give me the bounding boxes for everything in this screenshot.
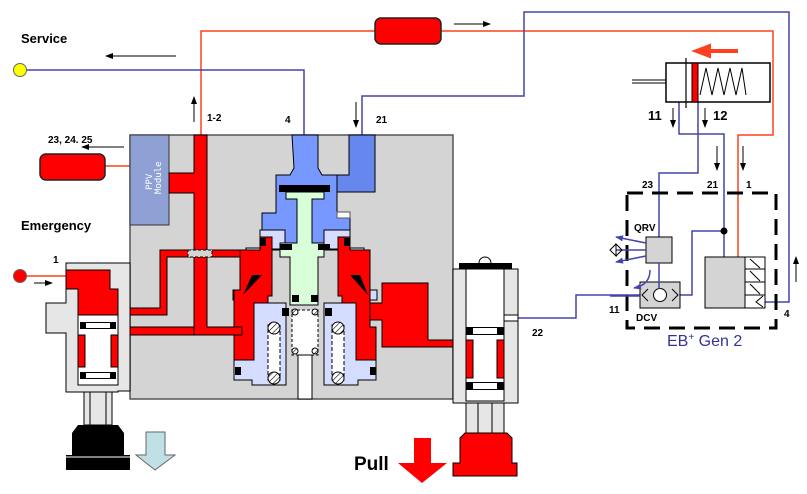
- pipe-21-blue: [361, 11, 790, 303]
- emergency-handle: [66, 425, 130, 470]
- eb-solenoid-coil: [749, 270, 761, 282]
- seal: [318, 244, 330, 250]
- pipe-cyl-11: [678, 102, 725, 260]
- emergency-port: [13, 269, 27, 283]
- ppv-label-2: Module: [154, 161, 164, 194]
- pipe-1-2-red: [200, 30, 774, 260]
- spring-coil: [291, 347, 299, 355]
- pull-valve-cap: [459, 263, 512, 269]
- pull-valve-port-22: [503, 314, 519, 322]
- dcv-valve: [639, 281, 681, 309]
- spring-coil: [267, 321, 281, 335]
- spring-coil: [267, 371, 281, 385]
- dcv-exhaust-arrow: [633, 269, 651, 290]
- label-cyl-12: 12: [713, 108, 727, 123]
- pipe-cyl-12: [658, 102, 699, 237]
- label-emergency: Emergency: [21, 218, 92, 233]
- spring-coil: [311, 308, 319, 316]
- ppv-label-1: PPV: [145, 173, 155, 190]
- cylinder-spring: [699, 67, 747, 96]
- qrv-valve: [645, 236, 673, 264]
- spring-coil: [331, 321, 345, 335]
- passage-pull: [369, 282, 456, 348]
- seal: [344, 238, 350, 246]
- seal: [311, 295, 318, 302]
- label-pull: Pull: [354, 454, 389, 475]
- label-eb-21: 21: [707, 180, 719, 191]
- spring-coil: [291, 308, 299, 316]
- label-eb-23: 23: [642, 180, 654, 191]
- dcv-check-ball: [653, 288, 667, 302]
- cylinder-direction-arrow: [691, 43, 738, 59]
- ppv-module: [129, 134, 170, 226]
- service-port: [13, 63, 27, 77]
- seal: [325, 308, 332, 316]
- cylinder-piston: [691, 62, 699, 103]
- pipe-service-blue: [20, 69, 305, 135]
- seal: [260, 238, 266, 246]
- eb-port-4-check: [755, 295, 764, 308]
- reservoir-top: [374, 17, 442, 45]
- pipe-22: [518, 294, 640, 319]
- dcv-seat-right: [671, 288, 679, 302]
- dcv-seat-left: [641, 288, 649, 302]
- chamber-port-21: [336, 134, 376, 193]
- spring-coil: [311, 347, 319, 355]
- spring-chamber: [291, 309, 319, 356]
- exhaust-muffler: [609, 242, 623, 258]
- eb-valve-body: [704, 256, 746, 309]
- label-dcv: DCV: [636, 313, 657, 324]
- exhaust-arrow: [615, 235, 647, 244]
- eb-solenoid-coil: [749, 258, 761, 269]
- emergency-piston-red-left: [77, 334, 86, 368]
- seal: [280, 244, 292, 250]
- diaphragm-right: [350, 275, 368, 295]
- valve-stem: [279, 191, 325, 306]
- pull-stem: [465, 402, 505, 434]
- seal: [235, 367, 241, 375]
- emergency-stem: [83, 391, 113, 426]
- label-port-1: 1: [53, 255, 59, 266]
- pull-seal-inner: [473, 383, 497, 389]
- label-port-4: 4: [285, 115, 291, 126]
- piston-head: [279, 185, 330, 192]
- exhaust-arrow: [615, 255, 647, 264]
- seal: [282, 308, 289, 316]
- label-service: Service: [21, 31, 67, 46]
- pull-seal-inner: [473, 328, 497, 334]
- spring-coil: [331, 371, 345, 385]
- label-eb-4: 4: [784, 309, 790, 320]
- white-notch: [336, 211, 351, 219]
- pull-piston-red-right: [496, 339, 505, 379]
- reservoir-23-24-25: [39, 153, 106, 181]
- label-eb-1: 1: [746, 180, 752, 191]
- release-arrow: [134, 431, 177, 471]
- junction-dot: [720, 227, 728, 235]
- eb-solenoid-coil: [749, 283, 761, 295]
- label-ports-23-24-25: 23, 24. 25: [48, 135, 93, 146]
- emergency-seal-inner: [86, 323, 110, 328]
- label-cyl-11: 11: [648, 108, 662, 123]
- label-port-22: 22: [532, 328, 544, 339]
- emergency-piston-red-right: [110, 334, 119, 368]
- pipe-dcv-junction: [680, 230, 724, 296]
- label-eb-11: 11: [609, 305, 620, 316]
- seal: [370, 367, 376, 375]
- cylinder-body: [665, 62, 771, 103]
- pull-handle: [452, 432, 518, 477]
- label-qrv: QRV: [634, 223, 656, 234]
- emergency-seal-inner: [86, 373, 110, 378]
- diaphragm-left: [243, 275, 262, 295]
- seal: [292, 295, 299, 302]
- passage-gap: [187, 249, 213, 258]
- label-port-21: 21: [376, 115, 388, 126]
- label-eb-gen2: EB+ Gen 2: [667, 332, 742, 350]
- pull-valve-cap-dome: [478, 256, 492, 264]
- pull-piston-red-left: [465, 339, 474, 379]
- pull-arrow: [398, 438, 447, 483]
- label-port-1-2: 1-2: [207, 113, 222, 124]
- stem-lower: [297, 354, 313, 400]
